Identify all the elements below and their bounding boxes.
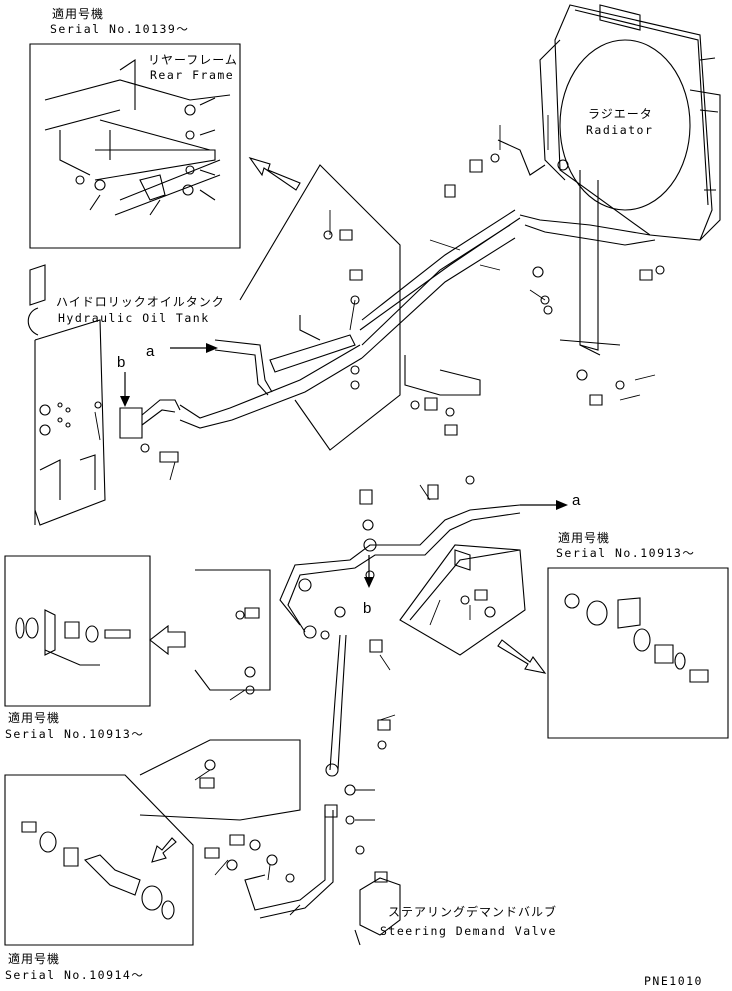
arrow-a-upper-icon — [170, 343, 218, 353]
upper-region-outline — [240, 165, 400, 450]
applicable-label-top-left: 適用号機 — [52, 7, 105, 21]
mid-right-inset-parts — [565, 594, 708, 682]
applicable-label-mid-left: 適用号機 — [8, 711, 61, 725]
applicable-label-bottom-left: 適用号機 — [8, 952, 61, 966]
inset-frame-mid-right — [548, 568, 728, 738]
hydraulic-oil-tank-label-en: Hydraulic Oil Tank — [58, 311, 210, 325]
lower-left-outline — [195, 570, 270, 690]
arrow-to-bottom-left-inset — [152, 838, 176, 862]
serial-mid-left: Serial No.10913～ — [5, 727, 145, 741]
arrow-to-rear-frame-inset — [250, 158, 300, 190]
inset-frame-mid-left — [5, 556, 150, 706]
applicable-label-mid-right: 適用号機 — [558, 531, 611, 545]
arrow-b-lower-icon — [364, 555, 374, 588]
lower-center-outline — [400, 545, 525, 655]
drawing-code: PNE1010 — [644, 974, 703, 988]
steering-demand-valve-label-en: Steering Demand Valve — [380, 924, 557, 938]
rear-frame-label-en: Rear Frame — [150, 68, 235, 82]
arrow-b-upper-icon — [120, 372, 130, 407]
lower-bottom-outline — [140, 740, 300, 820]
leader-lines — [95, 115, 655, 915]
marker-a-lower: a — [572, 492, 581, 509]
marker-b-upper: b — [117, 354, 126, 371]
steering-demand-valve-label-jp: ステアリングデマンドバルブ — [388, 905, 558, 919]
bottom-left-inset-parts — [22, 822, 174, 919]
steering-demand-valve — [355, 872, 400, 945]
upper-hose-assembly — [120, 140, 655, 438]
mid-left-inset-parts — [16, 610, 130, 665]
hydraulic-oil-tank — [28, 265, 105, 525]
serial-bottom-left: Serial No.10914～ — [5, 968, 145, 982]
radiator-label-en: Radiator — [586, 123, 654, 137]
upper-fasteners — [95, 154, 664, 462]
rear-frame-detail — [45, 60, 230, 215]
serial-mid-right: Serial No.10913～ — [556, 546, 696, 560]
arrow-to-mid-left-inset — [150, 626, 185, 654]
radiator — [540, 5, 720, 350]
rear-frame-label-jp: リヤーフレーム — [148, 53, 238, 67]
arrow-to-mid-right-inset — [498, 640, 545, 673]
lower-hose-assembly — [245, 505, 520, 918]
hydraulic-oil-tank-label-jp: ハイドロリックオイルタンク — [56, 295, 225, 309]
inset-frame-bottom-left — [5, 775, 193, 945]
serial-top-left: Serial No.10139～ — [50, 22, 190, 36]
radiator-label-jp: ラジエータ — [588, 107, 653, 121]
arrow-a-lower-icon — [520, 500, 568, 510]
marker-a-upper: a — [146, 343, 155, 360]
inset-frame-top-left — [30, 44, 240, 248]
lower-fasteners — [200, 476, 495, 882]
marker-b-lower: b — [363, 600, 372, 617]
